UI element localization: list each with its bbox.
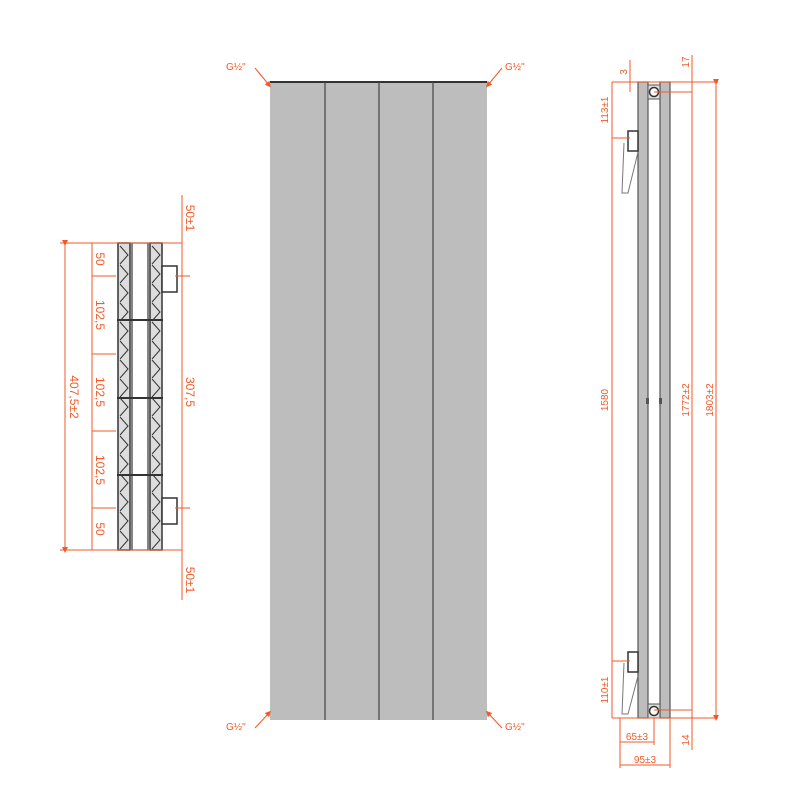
fin-stroke (119, 321, 129, 341)
connection-label-top-left: G½" (226, 62, 246, 73)
fin-stroke (119, 511, 129, 531)
gap (131, 242, 149, 551)
segment-label: 102,5 (93, 300, 107, 330)
bottom-bracket (627, 651, 639, 673)
bracket-depth-label: 65±3 (626, 732, 649, 743)
fin-stroke (119, 378, 129, 398)
fin-stroke (119, 530, 129, 550)
fin-stroke (151, 283, 161, 303)
pipe-centres-label: 1580 (600, 388, 611, 411)
total-height-label: 1803±2 (705, 383, 716, 417)
fin-stroke (119, 416, 129, 436)
fin-stroke (151, 264, 161, 284)
fin-stroke (151, 454, 161, 474)
top-offset-label: 50±1 (183, 205, 197, 232)
fin-stroke (151, 245, 161, 265)
bottom-pipe (648, 705, 660, 717)
fin-stroke (119, 454, 129, 474)
fin-stroke (119, 245, 129, 265)
connection-label-top-right: G½" (505, 62, 525, 73)
fin-stroke (119, 340, 129, 360)
fin-stroke (151, 340, 161, 360)
fin-stroke (151, 492, 161, 512)
top-view: 407,5±2 50 102,5 102,5 102,5 50 307,5 50… (60, 195, 197, 600)
fin-stroke (151, 397, 161, 417)
fin-stroke (151, 416, 161, 436)
bottom-bracket-label: 110±1 (600, 676, 611, 703)
fin-stroke (151, 511, 161, 531)
fin-stroke (119, 359, 129, 379)
side-view: 3 17 113±1 1580 1772±2 1803±2 110±1 14 6… (600, 55, 719, 768)
bottom-connection-stub (161, 497, 178, 525)
top-bracket-label: 113±1 (600, 96, 611, 123)
fin-pattern (117, 245, 163, 550)
centre-distance-label: 307,5 (183, 377, 197, 407)
fin-stroke (151, 378, 161, 398)
fin-stroke (151, 321, 161, 341)
front-view: G½" G½" G½" G½" (226, 62, 525, 733)
bottom-offset-label: 50±1 (183, 567, 197, 594)
top-bracket-arm (621, 142, 639, 194)
top-gap-label: 3 (619, 69, 630, 75)
fin-stroke (119, 302, 129, 322)
fin-stroke (119, 283, 129, 303)
top-pipe-offset-label: 17 (681, 56, 692, 68)
fin-stroke (119, 473, 129, 493)
fin-stroke (151, 473, 161, 493)
segment-label: 50 (93, 522, 107, 536)
fin-stroke (151, 435, 161, 455)
top-bracket (627, 130, 639, 152)
fin-stroke (151, 530, 161, 550)
inner-height-label: 1772±2 (681, 383, 692, 417)
fin-stroke (119, 435, 129, 455)
fin-stroke (119, 492, 129, 512)
fin-stroke (119, 397, 129, 417)
segment-label: 102,5 (93, 377, 107, 407)
fin-stroke (151, 359, 161, 379)
bottom-bracket-arm (621, 662, 639, 715)
total-width-label: 407,5±2 (67, 375, 81, 419)
bottom-pipe-offset-label: 14 (681, 734, 692, 746)
fin-stroke (151, 302, 161, 322)
segment-label: 102,5 (93, 455, 107, 485)
fin-stroke (119, 264, 129, 284)
connection-label-bottom-left: G½" (226, 722, 246, 733)
total-depth-label: 95±3 (634, 755, 657, 766)
segment-label: 50 (93, 252, 107, 266)
top-connection-stub (161, 265, 178, 293)
connection-label-bottom-right: G½" (505, 722, 525, 733)
